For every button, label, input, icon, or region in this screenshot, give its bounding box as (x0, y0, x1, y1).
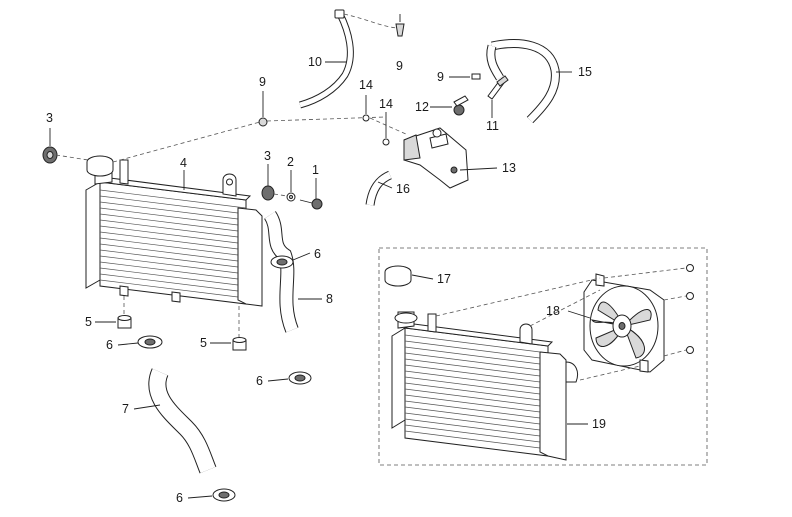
hose-7 (148, 368, 217, 474)
radiator-assembled-fins (404, 334, 549, 450)
fan-mount-bolts (435, 264, 694, 381)
callout-5-left: 5 (85, 315, 92, 329)
grommet-5-right (232, 337, 247, 351)
callout-3-left: 3 (46, 111, 53, 125)
hose-15 (486, 39, 560, 124)
bolt-9-left (258, 117, 268, 127)
callout-5-right: 5 (200, 336, 207, 350)
reservoir-tank-13 (369, 117, 469, 189)
callout-6-upper-right: 6 (314, 247, 321, 261)
radiator-cap (86, 155, 114, 177)
callout-17: 17 (437, 272, 451, 286)
callout-labels: 3 9 9 10 14 14 9 12 11 15 13 16 4 3 2 1 … (46, 55, 606, 505)
callout-3-right: 3 (264, 149, 271, 163)
callout-19: 19 (592, 417, 606, 431)
assembled-view-frame (378, 247, 708, 466)
hose-8 (263, 211, 299, 333)
radiator-assembled (391, 311, 579, 461)
leader-lines (49, 14, 591, 499)
callout-18: 18 (546, 304, 560, 318)
callout-10: 10 (308, 55, 322, 69)
hose-16 (365, 170, 392, 206)
overflow-hose-10 (299, 9, 354, 109)
fitting-11 (487, 75, 509, 100)
bolt-14-lower (382, 138, 390, 146)
hose-clamp-upper-right (270, 255, 294, 269)
callout-1: 1 (312, 163, 319, 177)
hose-clamp-bottom (212, 488, 236, 502)
callout-15: 15 (578, 65, 592, 79)
callout-9-left: 9 (259, 75, 266, 89)
callout-9-right: 9 (437, 70, 444, 84)
hose-clamp-lower-right (288, 371, 312, 385)
bolt-14-upper (362, 114, 370, 122)
callout-6-middle-left: 6 (106, 338, 113, 352)
hose-clamp-middle-left (137, 335, 163, 349)
callout-8: 8 (326, 292, 333, 306)
grommet-5-left (117, 315, 132, 329)
radiator-cap-17 (384, 265, 412, 287)
rubber-grommet-left (42, 146, 58, 164)
radiator-main-fins (99, 189, 247, 299)
callout-14-upper: 14 (359, 78, 373, 92)
callout-7: 7 (122, 402, 129, 416)
radiator-main (85, 159, 263, 307)
callout-9-top: 9 (396, 59, 403, 73)
callout-11: 11 (486, 119, 499, 133)
callout-16: 16 (396, 182, 410, 196)
callout-14-lower: 14 (379, 97, 393, 111)
callout-6-bottom: 6 (176, 491, 183, 505)
cooling-fan-18 (583, 273, 665, 373)
callout-12: 12 (415, 100, 429, 114)
bolt-9-right (471, 73, 481, 80)
clip-9-top (395, 23, 405, 37)
callout-13: 13 (502, 161, 516, 175)
callout-2: 2 (287, 155, 294, 169)
callout-6-lower-right: 6 (256, 374, 263, 388)
callout-4: 4 (180, 156, 187, 170)
clamp-12 (453, 95, 469, 116)
grommet-bolt-assembly (261, 185, 323, 210)
